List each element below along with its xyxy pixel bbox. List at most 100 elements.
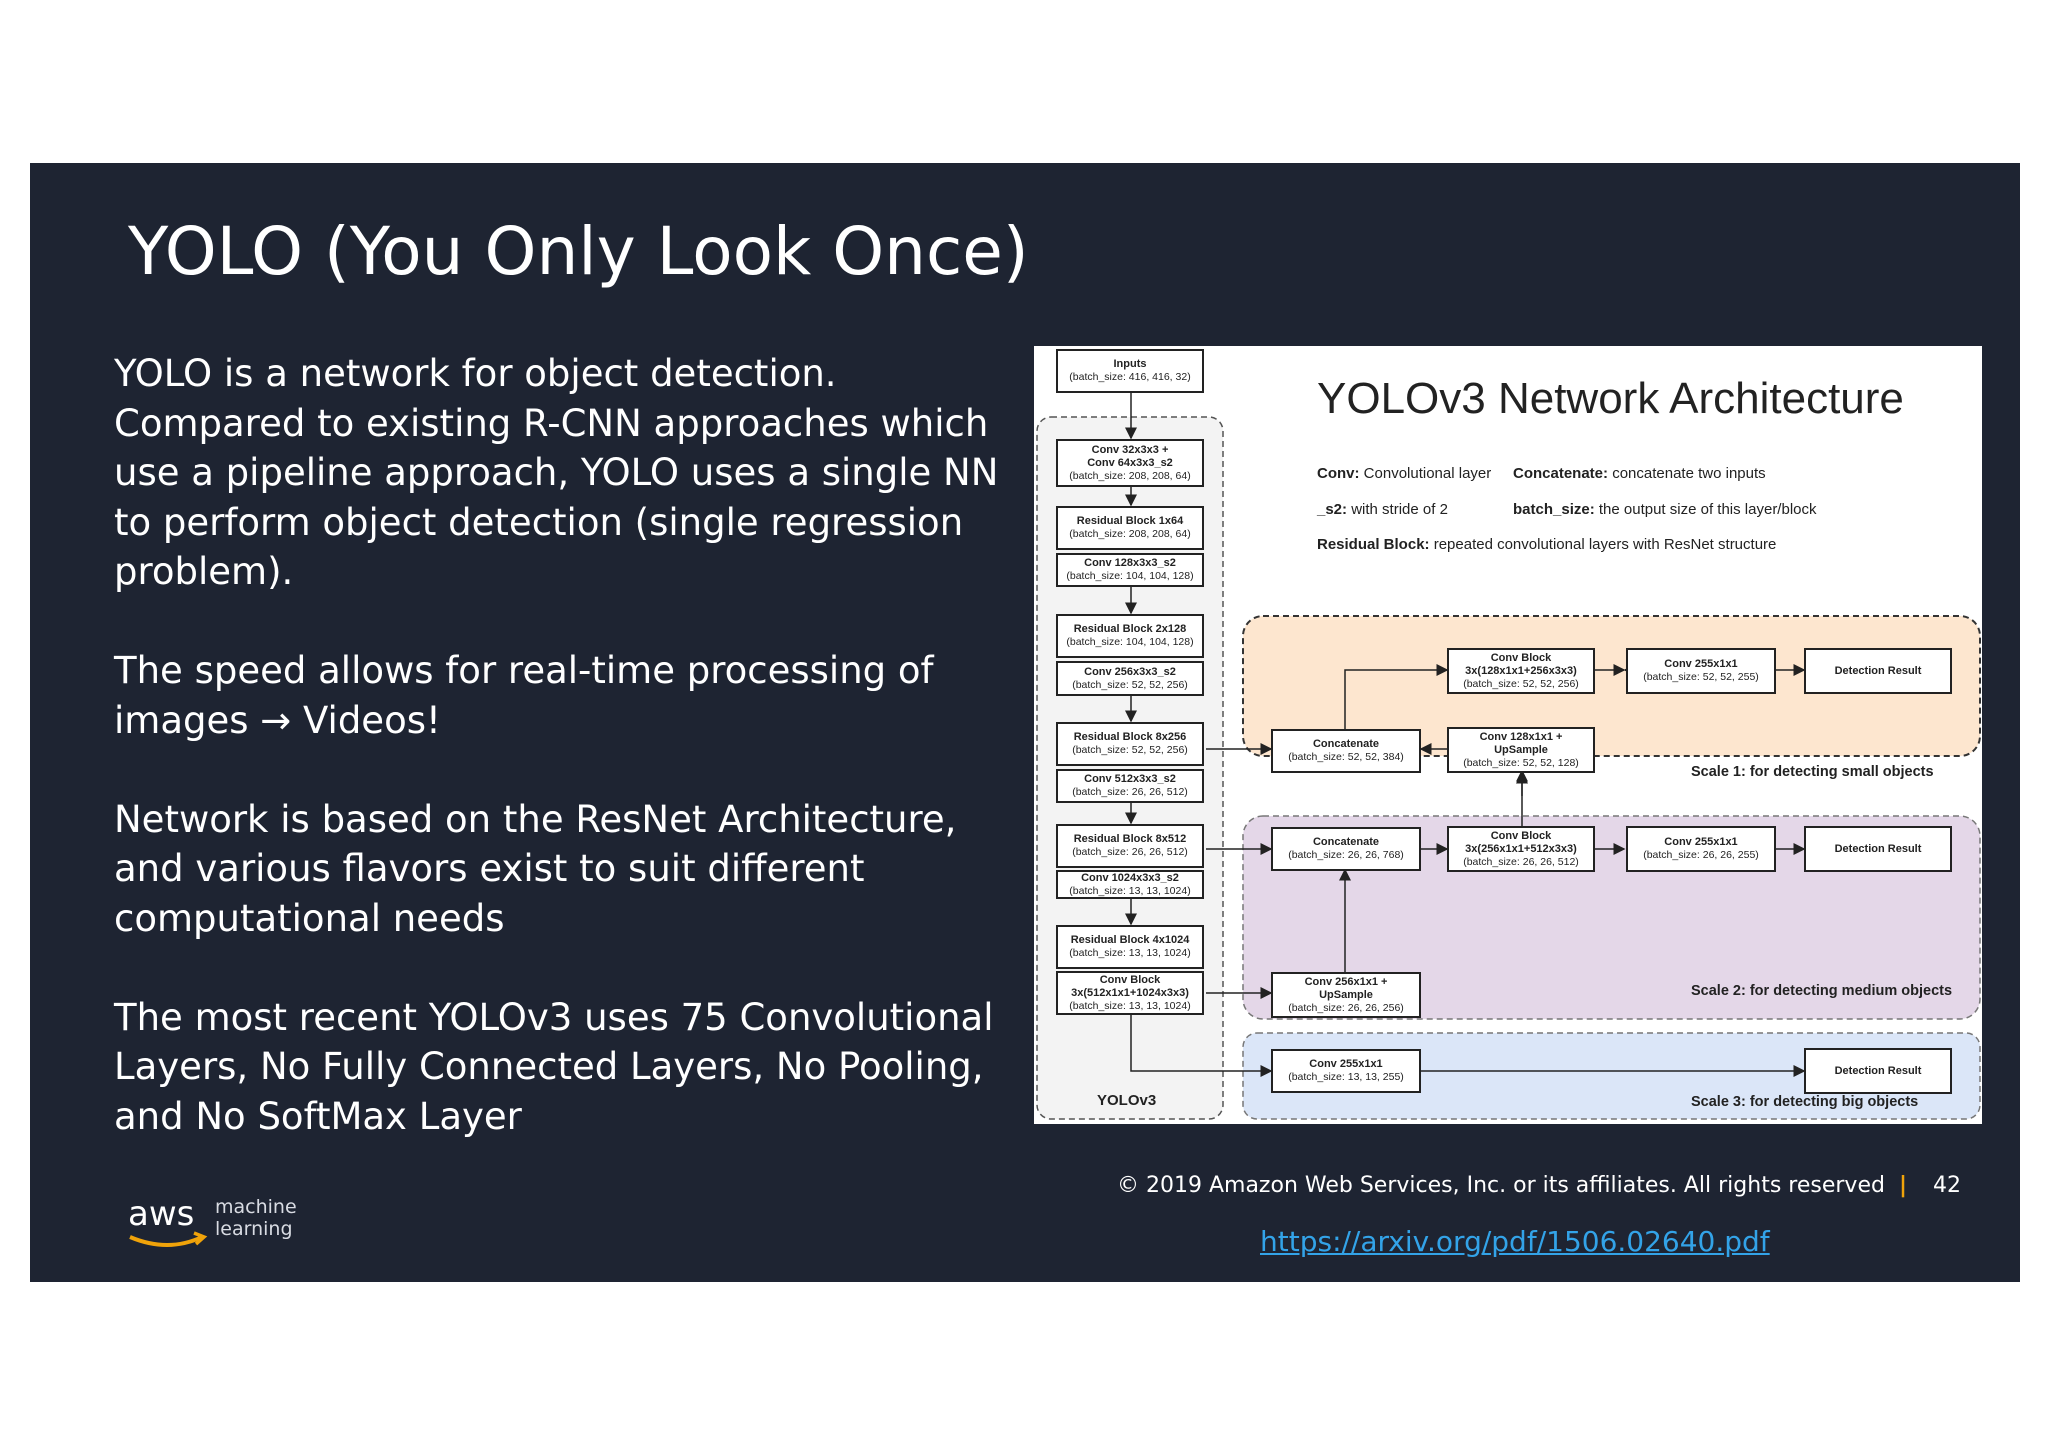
block-size: (batch_size: 26, 26, 255): [1643, 849, 1759, 861]
aws-machine-learning-logo: aws machine learning: [128, 1191, 328, 1261]
yolov3-architecture-figure: YOLOv3 Network Architecture Conv: Convol…: [1034, 346, 1982, 1124]
block-s1-detection: Detection Result: [1804, 648, 1952, 694]
logo-line1: machine: [215, 1196, 297, 1218]
legend-conv: Conv: Convolutional layer: [1317, 465, 1491, 482]
paragraph-speed: The speed allows for real-time processin…: [114, 649, 934, 742]
block-name: Conv 256x3x3_s2: [1084, 665, 1176, 678]
scale1-panel: [1242, 615, 1981, 757]
logo-word: aws: [128, 1194, 194, 1234]
block-name: Concatenate: [1312, 836, 1380, 848]
block-size: (batch_size: 52, 52, 256): [1072, 744, 1188, 756]
legend-res-term: Residual Block:: [1317, 536, 1430, 553]
block-name: Conv 255x1x1: [1664, 836, 1738, 848]
block-name: Inputs: [1113, 358, 1147, 370]
block-size: (batch_size: 13, 13, 1024): [1069, 947, 1191, 959]
logo-line2: learning: [215, 1218, 293, 1240]
block-res4: Residual Block 8x512 (batch_size: 26, 26…: [1056, 824, 1204, 868]
block-size: (batch_size: 26, 26, 512): [1072, 786, 1188, 798]
scale3-label: Scale 3: for detecting big objects: [1691, 1094, 1919, 1110]
copyright-text: © 2019 Amazon Web Services, Inc. or its …: [1117, 1173, 1885, 1198]
block-size: (batch_size: 416, 416, 32): [1069, 371, 1191, 383]
block-size: (batch_size: 104, 104, 128): [1066, 636, 1194, 648]
legend-conv-term: Conv:: [1317, 465, 1360, 482]
block-name: 3x(128x1x1+256x3x3): [1465, 664, 1577, 677]
legend-batch-def: the output size of this layer/block: [1598, 501, 1817, 518]
legend-residual: Residual Block: repeated convolutional l…: [1317, 536, 1776, 553]
scale2-panel: [1242, 815, 1981, 1020]
block-name: Conv 256x1x1 +: [1304, 975, 1388, 988]
block-conv4: Conv 512x3x3_s2 (batch_size: 26, 26, 512…: [1056, 769, 1204, 803]
footer: © 2019 Amazon Web Services, Inc. or its …: [1117, 1173, 1961, 1198]
block-name: Detection Result: [1834, 842, 1922, 855]
block-conv3: Conv 256x3x3_s2 (batch_size: 52, 52, 256…: [1056, 661, 1204, 696]
block-name: Residual Block 1x64: [1076, 515, 1184, 527]
block-convblock-backbone: Conv Block 3x(512x1x1+1024x3x3) (batch_s…: [1056, 971, 1204, 1015]
block-name: Conv 512x3x3_s2: [1084, 773, 1176, 785]
block-name: Residual Block 8x512: [1073, 833, 1187, 845]
block-name: Conv 255x1x1: [1309, 1058, 1383, 1070]
aws-logo-icon: aws machine learning: [128, 1194, 297, 1247]
legend-batch-term: batch_size:: [1513, 501, 1595, 518]
paragraph-intro: YOLO is a network for object detection. …: [114, 352, 999, 593]
block-size: (batch_size: 26, 26, 512): [1463, 855, 1579, 868]
block-name: Detection Result: [1834, 664, 1922, 677]
block-size: (batch_size: 26, 26, 768): [1288, 849, 1404, 861]
block-s2-convblock: Conv Block 3x(256x1x1+512x3x3) (batch_si…: [1447, 826, 1595, 872]
scale1-label: Scale 1: for detecting small objects: [1691, 764, 1934, 780]
legend-s2-def: with stride of 2: [1351, 501, 1448, 518]
block-name: Conv 64x3x3_s2: [1087, 456, 1173, 469]
block-size: (batch_size: 208, 208, 64): [1069, 528, 1191, 540]
block-name: Residual Block 4x1024: [1070, 934, 1190, 946]
block-s2-concat: Concatenate (batch_size: 26, 26, 768): [1271, 827, 1421, 871]
block-s2-upsample: Conv 256x1x1 + UpSample (batch_size: 26,…: [1271, 972, 1421, 1018]
block-s1-conv255: Conv 255x1x1 (batch_size: 52, 52, 255): [1626, 648, 1776, 694]
scale3-panel: [1242, 1032, 1981, 1120]
block-size: (batch_size: 13, 13, 255): [1288, 1071, 1404, 1083]
block-size: (batch_size: 52, 52, 384): [1288, 751, 1404, 763]
block-size: (batch_size: 26, 26, 256): [1288, 1001, 1404, 1014]
block-name: Conv 128x3x3_s2: [1084, 557, 1176, 569]
block-name: Detection Result: [1834, 1064, 1922, 1077]
block-s2-conv255: Conv 255x1x1 (batch_size: 26, 26, 255): [1626, 826, 1776, 872]
block-name: Conv 32x3x3 +: [1091, 443, 1169, 456]
slide-body: YOLO is a network for object detection. …: [114, 349, 1014, 1191]
block-inputs: Inputs (batch_size: 416, 416, 32): [1056, 349, 1204, 393]
block-s1-convblock: Conv Block 3x(128x1x1+256x3x3) (batch_si…: [1447, 648, 1595, 694]
block-size: (batch_size: 208, 208, 64): [1069, 469, 1191, 482]
block-name: Concatenate: [1312, 738, 1380, 750]
block-size: (batch_size: 26, 26, 512): [1072, 846, 1188, 858]
block-conv2: Conv 128x3x3_s2 (batch_size: 104, 104, 1…: [1056, 553, 1204, 587]
legend-s2-term: _s2:: [1317, 501, 1348, 518]
block-name: Conv Block: [1490, 829, 1552, 842]
slide: YOLO (You Only Look Once) YOLO is a netw…: [30, 163, 2020, 1282]
block-name: Residual Block 2x128: [1073, 623, 1187, 635]
block-name: Conv Block: [1099, 973, 1161, 986]
backbone-label: YOLOv3: [1097, 1092, 1157, 1109]
block-s1-upsample: Conv 128x1x1 + UpSample (batch_size: 52,…: [1447, 727, 1595, 773]
block-name: UpSample: [1494, 743, 1548, 756]
legend-s2: _s2: with stride of 2: [1317, 501, 1448, 518]
paragraph-yolov3: The most recent YOLOv3 uses 75 Convoluti…: [114, 995, 994, 1138]
block-conv1: Conv 32x3x3 + Conv 64x3x3_s2 (batch_size…: [1056, 439, 1204, 487]
block-size: (batch_size: 13, 13, 1024): [1069, 884, 1191, 897]
block-res5: Residual Block 4x1024 (batch_size: 13, 1…: [1056, 925, 1204, 969]
legend-res-def: repeated convolutional layers with ResNe…: [1433, 536, 1777, 553]
legend-concat-def: concatenate two inputs: [1612, 465, 1766, 482]
block-size: (batch_size: 52, 52, 256): [1463, 677, 1579, 690]
scale2-label: Scale 2: for detecting medium objects: [1691, 983, 1953, 999]
block-name: 3x(256x1x1+512x3x3): [1465, 842, 1577, 855]
block-s3-conv255: Conv 255x1x1 (batch_size: 13, 13, 255): [1271, 1049, 1421, 1093]
page-number: 42: [1932, 1173, 1961, 1198]
block-res1: Residual Block 1x64 (batch_size: 208, 20…: [1056, 506, 1204, 550]
block-res2: Residual Block 2x128 (batch_size: 104, 1…: [1056, 614, 1204, 658]
block-name: Conv 255x1x1: [1664, 658, 1738, 670]
block-size: (batch_size: 104, 104, 128): [1066, 570, 1194, 582]
block-s1-concat: Concatenate (batch_size: 52, 52, 384): [1271, 729, 1421, 773]
legend-batch: batch_size: the output size of this laye…: [1513, 501, 1817, 518]
block-name: UpSample: [1319, 988, 1373, 1001]
block-name: Conv 1024x3x3_s2: [1081, 871, 1179, 884]
arxiv-link[interactable]: https://arxiv.org/pdf/1506.02640.pdf: [1260, 1225, 1770, 1258]
figure-title: YOLOv3 Network Architecture: [1317, 374, 1904, 423]
block-size: (batch_size: 52, 52, 128): [1463, 756, 1579, 769]
paragraph-resnet: Network is based on the ResNet Architect…: [114, 797, 957, 940]
